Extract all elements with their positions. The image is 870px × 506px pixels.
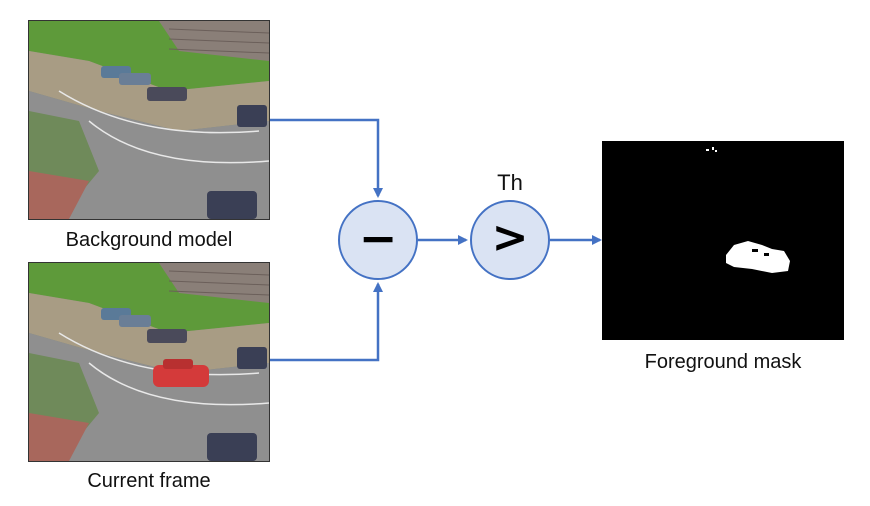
foreground-mask-label: Foreground mask: [644, 351, 802, 373]
current-frame-label: Current frame: [87, 470, 211, 492]
arrow-background-to-subtract: [270, 118, 383, 198]
threshold-label: Th: [497, 170, 523, 195]
background-model-image: [28, 20, 270, 220]
current-frame-image: [28, 262, 270, 462]
subtract-operator: −: [358, 211, 398, 265]
foreground-mask-image: [602, 141, 844, 340]
greater-than-operator: >: [491, 212, 529, 263]
arrow-current-to-subtract: [270, 282, 383, 362]
background-model-label: Background model: [65, 229, 233, 251]
compare-node: >: [470, 200, 550, 280]
subtract-node: −: [338, 200, 418, 280]
